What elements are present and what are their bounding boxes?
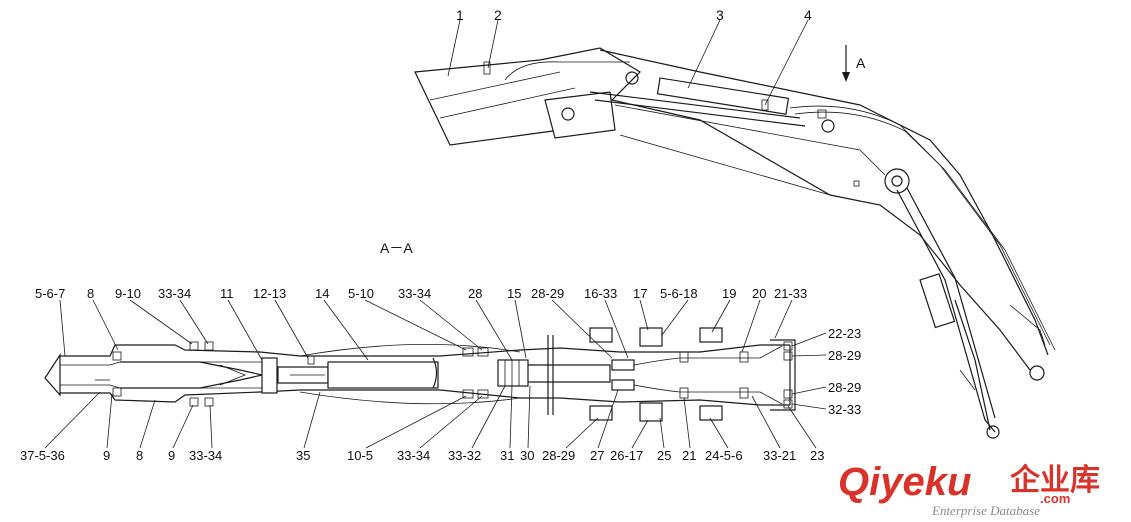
callout-33-32: 33-32 [448, 448, 481, 463]
callout-9-bottom-a: 9 [103, 448, 110, 463]
callout-33-34-a: 33-34 [158, 286, 191, 301]
callout-9-bottom-b: 9 [168, 448, 175, 463]
watermark-logo: Qiyeku 企业库 .com Enterprise Database [838, 460, 1100, 518]
callout-14: 14 [315, 286, 329, 301]
callout-2: 2 [494, 7, 502, 23]
callout-33-34-b: 33-34 [398, 286, 431, 301]
callout-12-13: 12-13 [253, 286, 286, 301]
callout-33-21: 33-21 [763, 448, 796, 463]
callout-21-bottom: 21 [682, 448, 696, 463]
callout-1: 1 [456, 7, 464, 23]
callout-28-29-top: 28-29 [531, 286, 564, 301]
section-leaders-right [791, 332, 827, 410]
callout-20: 20 [752, 286, 766, 301]
watermark-brand: Qiyeku [838, 460, 971, 504]
callout-31: 31 [500, 448, 514, 463]
section-leaders-top [59, 299, 793, 361]
callout-5-10: 5-10 [348, 286, 374, 301]
callout-32-33: 32-33 [828, 402, 861, 417]
callout-9-10: 9-10 [115, 286, 141, 301]
watermark-cn: 企业库 [1010, 463, 1100, 497]
callout-17-top: 17 [633, 286, 647, 301]
top-callout-leaders [447, 19, 809, 106]
callout-27: 27 [590, 448, 604, 463]
section-arrow-label: A [856, 55, 866, 71]
callout-21-33: 21-33 [774, 286, 807, 301]
callout-19: 19 [722, 286, 736, 301]
callout-4: 4 [804, 7, 812, 23]
watermark-subtitle: Enterprise Database [931, 503, 1040, 518]
callout-28-29-r2: 28-29 [828, 380, 861, 395]
section-leaders-bottom [44, 385, 817, 449]
callout-33-34-bottom-b: 33-34 [397, 448, 430, 463]
section-label: A－A [380, 240, 413, 256]
callout-3: 3 [716, 7, 724, 23]
callout-30: 30 [520, 448, 534, 463]
callout-5-6-7: 5-6-7 [35, 286, 65, 301]
callout-11: 11 [220, 286, 234, 301]
callout-24-5-6: 24-5-6 [705, 448, 743, 463]
callout-35: 35 [296, 448, 310, 463]
callout-15: 15 [507, 286, 521, 301]
callout-22-23: 22-23 [828, 326, 861, 341]
callout-5-6-18: 5-6-18 [660, 286, 698, 301]
callout-25: 25 [657, 448, 671, 463]
boom-side-view [414, 45, 1056, 439]
callout-33-34-bottom-a: 33-34 [189, 448, 222, 463]
watermark-domain: .com [1040, 491, 1070, 506]
callout-37-5-36: 37-5-36 [20, 448, 65, 463]
callout-28-29-bottom: 28-29 [542, 448, 575, 463]
callout-26-17: 26-17 [610, 448, 643, 463]
callout-28-29-r1: 28-29 [828, 348, 861, 363]
callout-8-bottom: 8 [136, 448, 143, 463]
callout-10-5: 10-5 [347, 448, 373, 463]
callout-28-top: 28 [468, 286, 482, 301]
section-view [44, 327, 796, 422]
callout-16-33: 16-33 [584, 286, 617, 301]
callout-8-top: 8 [87, 286, 94, 301]
callout-23-bottom: 23 [810, 448, 824, 463]
